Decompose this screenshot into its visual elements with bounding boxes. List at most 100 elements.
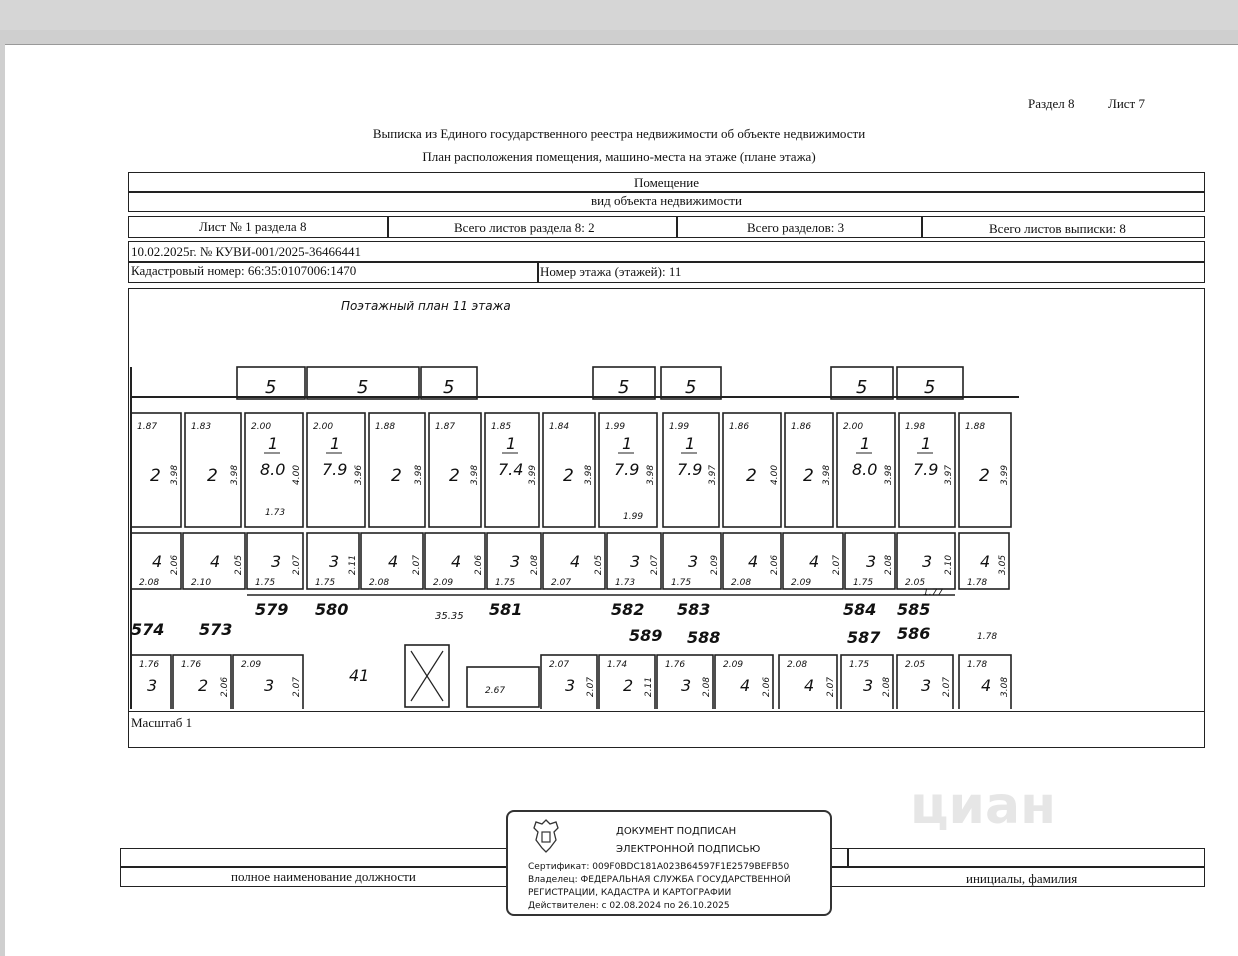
plan-title: Поэтажный план 11 этажа (341, 299, 511, 313)
service-room-number: 4 (980, 552, 990, 571)
lower-room-number: 3 (147, 676, 157, 695)
service-room-depth: 3.05 (998, 555, 1008, 575)
room-depth: 3.97 (944, 465, 954, 485)
room-number: 1 (268, 434, 278, 453)
service-room (424, 532, 486, 590)
room-depth: 3.98 (884, 465, 894, 485)
lower-room-depth: 3.08 (1000, 677, 1010, 697)
service-room-depth: 2.08 (530, 555, 540, 575)
apartment-number: 574 (131, 620, 164, 639)
room-number: 2 (746, 466, 757, 486)
balcony-label: 5 (443, 377, 454, 398)
lower-room-number: 3 (921, 676, 931, 695)
lower-room-width: 1.76 (139, 660, 159, 670)
corridor-area: 35.35 (435, 611, 464, 622)
balcony (660, 366, 722, 400)
room-width: 2.00 (843, 422, 863, 432)
upper-room (306, 412, 366, 528)
room-number: 1 (860, 434, 870, 453)
apartment-number: 585 (897, 600, 930, 619)
lower-room-depth: 2.11 (644, 677, 654, 697)
sig-valid: Действителен: с 02.08.2024 по 26.10.2025 (528, 901, 730, 911)
upper-room (130, 412, 182, 528)
room-area: 7.9 (913, 460, 938, 479)
service-room-depth: 2.06 (770, 555, 780, 575)
apartment-number: 584 (843, 600, 876, 619)
balcony-label: 5 (357, 377, 368, 398)
section-label: Раздел 8 (1028, 96, 1075, 111)
lower-room-depth: 2.06 (762, 677, 772, 697)
service-room-number: 3 (510, 552, 520, 571)
service-room (182, 532, 246, 590)
service-room (360, 532, 424, 590)
sheet-info-row: Лист № 1 раздела 8 Всего листов раздела … (128, 216, 1205, 238)
document-subtitle: План расположения помещения, машино-мест… (422, 149, 816, 164)
cadastral-number: Кадастровый номер: 66:35:0107006:1470 (131, 263, 357, 278)
apartment-number: 587 (847, 628, 881, 647)
service-room-width: 1.75 (255, 578, 275, 588)
room-area: 8.0 (852, 460, 877, 479)
room-number: 1 (921, 434, 931, 453)
total-sections: Всего разделов: 3 (747, 220, 845, 235)
room-number: 1 (506, 434, 516, 453)
service-room-width: 2.08 (731, 578, 751, 588)
dimension-label: 1.73 (265, 508, 285, 518)
room-width: 1.99 (605, 422, 625, 432)
balcony-label: 5 (924, 377, 935, 398)
lower-room-number: 2 (623, 676, 633, 695)
service-room-number: 4 (748, 552, 758, 571)
service-room-number: 3 (329, 552, 339, 571)
room-width: 1.99 (669, 422, 689, 432)
lower-room (840, 654, 894, 709)
room-number: 1 (685, 434, 695, 453)
room-depth: 3.97 (708, 465, 718, 485)
room-number: 2 (803, 466, 814, 486)
room-depth: 3.98 (470, 465, 480, 485)
service-room-number: 3 (922, 552, 932, 571)
room-width: 1.84 (549, 422, 569, 432)
upper-room (484, 412, 540, 528)
room-area: 7.9 (677, 460, 702, 479)
service-room-depth: 2.10 (944, 555, 954, 575)
room-width: 1.86 (729, 422, 749, 432)
apartment-number: 583 (677, 600, 710, 619)
apartment-number: 582 (611, 600, 644, 619)
room-area: 7.9 (614, 460, 639, 479)
object-type: вид объекта недвижимости (591, 193, 742, 208)
room-number: 2 (449, 466, 460, 486)
dimension-label: 1.77 (923, 588, 943, 598)
service-room-number: 4 (451, 552, 461, 571)
service-room-width: 2.05 (905, 578, 925, 588)
lower-room (232, 654, 304, 709)
lower-room (778, 654, 838, 709)
room-width: 2.00 (313, 422, 333, 432)
room-area: 8.0 (260, 460, 285, 479)
lower-room-number: 3 (565, 676, 575, 695)
watermark: циан (910, 776, 1056, 836)
service-room-number: 3 (271, 552, 281, 571)
lower-room-width: 1.78 (967, 660, 987, 670)
document-title: Выписка из Единого государственного реес… (372, 126, 866, 141)
dimension-label: 1.99 (623, 512, 643, 522)
service-room-number: 4 (152, 552, 162, 571)
scale-label: Масштаб 1 (131, 715, 193, 730)
room-number: 1 (330, 434, 340, 453)
lower-room-number: 4 (804, 676, 814, 695)
apartment-number: 589 (629, 626, 662, 645)
room-depth: 3.98 (646, 465, 656, 485)
lower-room (598, 654, 656, 709)
top-strip (0, 0, 1238, 30)
service-room (958, 532, 1010, 590)
room-depth: 3.98 (230, 465, 240, 485)
apartment-number: 581 (489, 600, 522, 619)
room-depth: 4.00 (770, 465, 780, 485)
sig-owner1: Владелец: ФЕДЕРАЛЬНАЯ СЛУЖБА ГОСУДАРСТВЕ… (528, 875, 791, 885)
room-depth: 3.96 (354, 465, 364, 485)
lower-room-width: 1.76 (665, 660, 685, 670)
lower-room-depth: 2.07 (826, 677, 836, 697)
lower-room-number: 4 (981, 676, 991, 695)
sig-cert: Сертификат: 009F0BDC181A023B64597F1E2579… (528, 862, 790, 872)
service-room-depth: 2.07 (832, 555, 842, 575)
room-number: 2 (391, 466, 402, 486)
upper-room (898, 412, 956, 528)
